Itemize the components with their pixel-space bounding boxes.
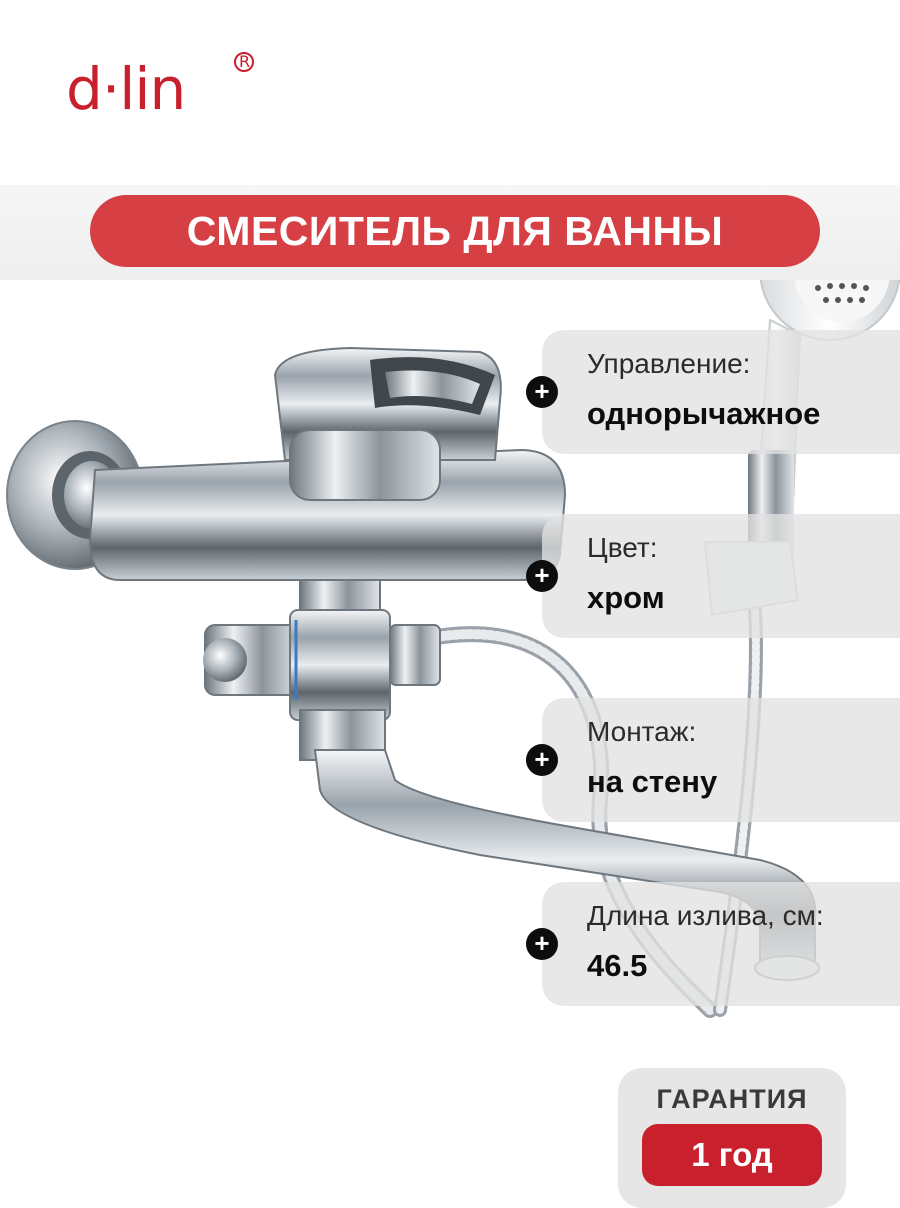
warranty-value: 1 год [642, 1124, 822, 1186]
registered-mark-icon: R [234, 52, 254, 72]
spec-control: + Управление: однорычажное [526, 330, 900, 454]
logo-text: d·lin [66, 55, 186, 123]
spec-label: Управление: [587, 348, 751, 379]
spec-label: Цвет: [587, 532, 658, 563]
spec-value: однорычажное [587, 396, 821, 431]
plus-icon: + [526, 928, 558, 960]
plus-icon: + [526, 560, 558, 592]
spec-value: на стену [587, 764, 718, 799]
plus-icon: + [526, 376, 558, 408]
warranty-label: ГАРАНТИЯ [656, 1084, 808, 1114]
spec-value: 46.5 [587, 948, 648, 983]
spec-label: Монтаж: [587, 716, 697, 747]
plus-icon: + [526, 744, 558, 776]
spec-label: Длина излива, см: [587, 900, 824, 931]
brand-logo: d·lin R [66, 52, 254, 118]
product-title: СМЕСИТЕЛЬ ДЛЯ ВАННЫ [90, 195, 820, 267]
spec-value: хром [587, 580, 665, 615]
spec-color: + Цвет: хром [526, 514, 900, 638]
bath-faucet-photo [6, 280, 900, 1018]
spec-mounting: + Монтаж: на стену [526, 698, 900, 822]
warranty-card: ГАРАНТИЯ 1 год [618, 1068, 846, 1208]
spec-spout-length: + Длина излива, см: 46.5 [526, 882, 900, 1006]
